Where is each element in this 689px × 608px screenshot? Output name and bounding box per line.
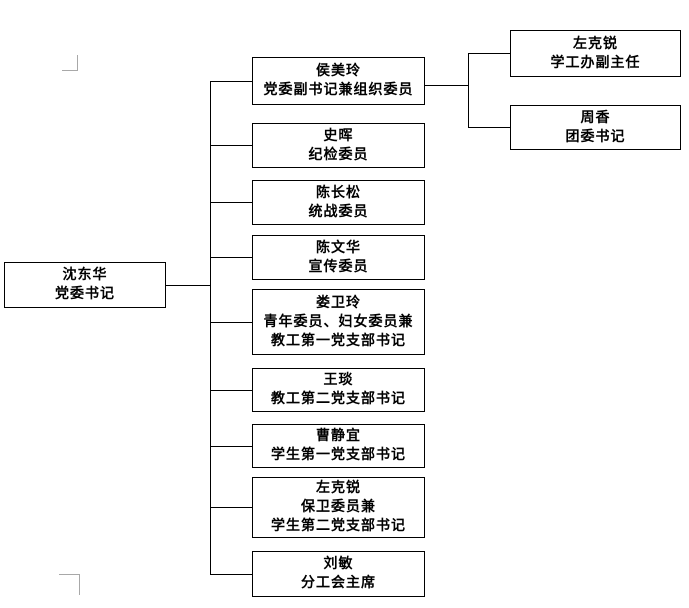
- org-node-branch-8[interactable]: 刘敏 分工会主席: [252, 551, 425, 597]
- connector-stub-branch-3: [210, 257, 252, 258]
- person-name: 刘敏: [323, 556, 354, 572]
- org-node-branch-2[interactable]: 陈长松 统战委员: [252, 180, 425, 225]
- page-margin-mark-bottom-left: [59, 574, 80, 595]
- person-name: 史晖: [323, 127, 354, 144]
- person-title: 学生第一党支部书记: [271, 447, 406, 463]
- person-title: 纪检委员: [308, 146, 369, 163]
- person-name: 陈长松: [316, 184, 361, 201]
- person-name: 王琰: [323, 372, 354, 388]
- person-title: 党委副书记兼组织委员: [263, 82, 414, 98]
- person-name: 陈文华: [316, 239, 361, 256]
- connector-right-trunk: [468, 53, 469, 128]
- org-node-branch-1[interactable]: 史晖 纪检委员: [252, 123, 425, 168]
- connector-stub-branch-6: [210, 446, 252, 447]
- connector-stub-sub-0: [468, 53, 510, 54]
- person-name: 左克锐: [316, 480, 361, 496]
- connector-stub-branch-8: [210, 574, 252, 575]
- org-node-branch-0[interactable]: 侯美玲 党委副书记兼组织委员: [252, 57, 425, 105]
- person-title: 统战委员: [308, 203, 369, 220]
- org-node-branch-6[interactable]: 曹静宜 学生第一党支部书记: [252, 424, 425, 468]
- person-title: 保卫委员兼 学生第二党支部书记: [271, 499, 406, 534]
- connector-stub-sub-1: [468, 127, 510, 128]
- person-name: 左克锐: [573, 35, 618, 52]
- person-title: 教工第二党支部书记: [271, 391, 406, 407]
- connector-stub-branch-7: [210, 507, 252, 508]
- person-title: 分工会主席: [301, 575, 376, 591]
- connector-main-trunk: [210, 81, 211, 575]
- person-name: 侯美玲: [316, 63, 361, 79]
- person-title: 宣传委员: [308, 258, 369, 275]
- connector-stub-branch-0: [210, 81, 252, 82]
- org-node-root[interactable]: 沈东华 党委书记: [4, 262, 166, 308]
- person-title: 团委书记: [565, 128, 626, 145]
- connector-stub-branch-1: [210, 145, 252, 146]
- org-node-sub-1[interactable]: 周香 团委书记: [510, 105, 681, 150]
- org-node-branch-4[interactable]: 娄卫玲 青年委员、妇女委员兼 教工第一党支部书记: [252, 289, 425, 355]
- connector-stub-branch-5: [210, 390, 252, 391]
- connector-root-stub: [166, 285, 210, 286]
- org-node-branch-3[interactable]: 陈文华 宣传委员: [252, 235, 425, 280]
- person-name: 沈东华: [62, 267, 108, 283]
- org-node-sub-0[interactable]: 左克锐 学工办副主任: [510, 30, 681, 77]
- org-node-branch-5[interactable]: 王琰 教工第二党支部书记: [252, 368, 425, 412]
- person-title: 学工办副主任: [550, 54, 641, 71]
- person-title: 青年委员、妇女委员兼 教工第一党支部书记: [263, 313, 414, 349]
- org-node-branch-7[interactable]: 左克锐 保卫委员兼 学生第二党支部书记: [252, 477, 425, 538]
- connector-stub-branch-2: [210, 202, 252, 203]
- person-name: 曹静宜: [316, 428, 361, 444]
- page-margin-mark-top-left: [62, 55, 78, 71]
- connector-stub-branch-4: [210, 322, 252, 323]
- person-name: 周香: [580, 109, 611, 126]
- person-title: 党委书记: [55, 286, 115, 302]
- connector-branch0-right-stub: [425, 85, 468, 86]
- person-name: 娄卫玲: [316, 294, 361, 311]
